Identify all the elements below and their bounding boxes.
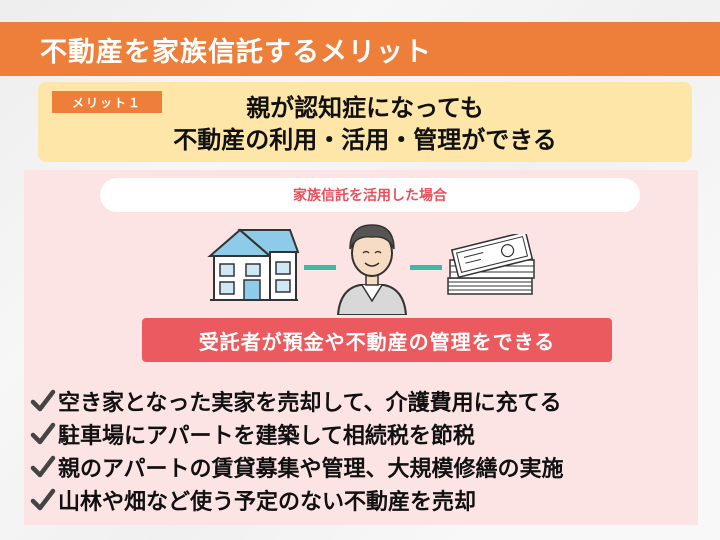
list-item: 空き家となった実家を売却して、介護費用に充てる bbox=[30, 384, 700, 417]
house-icon bbox=[207, 228, 300, 301]
checkmark-icon bbox=[30, 389, 56, 411]
list-item-text: 空き家となった実家を売却して、介護費用に充てる bbox=[58, 390, 562, 416]
connector-left bbox=[304, 265, 336, 270]
checkmark-icon bbox=[30, 488, 56, 510]
checkmark-icon bbox=[30, 422, 56, 444]
connector-right bbox=[410, 265, 442, 270]
page-title: 不動産を家族信託するメリット bbox=[40, 37, 432, 68]
title-bar bbox=[0, 22, 720, 76]
benefit-list: 空き家となった実家を売却して、介護費用に充てる 駐車場にアパートを建築して相続税… bbox=[30, 384, 700, 516]
list-item-text: 駐車場にアパートを建築して相続税を節税 bbox=[58, 423, 475, 449]
case-label: 家族信託を活用した場合 bbox=[100, 178, 640, 212]
list-item-text: 親のアパートの賃貸募集や管理、大規模修繕の実施 bbox=[58, 456, 564, 482]
list-item: 山林や畑など使う予定のない不動産を売却 bbox=[30, 483, 700, 516]
merit-badge: メリット１ bbox=[52, 91, 162, 113]
list-item: 駐車場にアパートを建築して相続税を節税 bbox=[30, 417, 700, 450]
result-banner: 受託者が預金や不動産の管理をできる bbox=[142, 318, 612, 362]
list-item-text: 山林や畑など使う予定のない不動産を売却 bbox=[58, 489, 477, 515]
cash-bundle-icon bbox=[447, 234, 535, 295]
merit-headline-line2: 不動産の利用・活用・管理ができる bbox=[173, 126, 557, 154]
merit-headline-line1: 親が認知症になっても bbox=[246, 94, 484, 122]
list-item: 親のアパートの賃貸募集や管理、大規模修繕の実施 bbox=[30, 450, 700, 483]
elderly-person-icon bbox=[336, 224, 408, 315]
checkmark-icon bbox=[30, 455, 56, 477]
